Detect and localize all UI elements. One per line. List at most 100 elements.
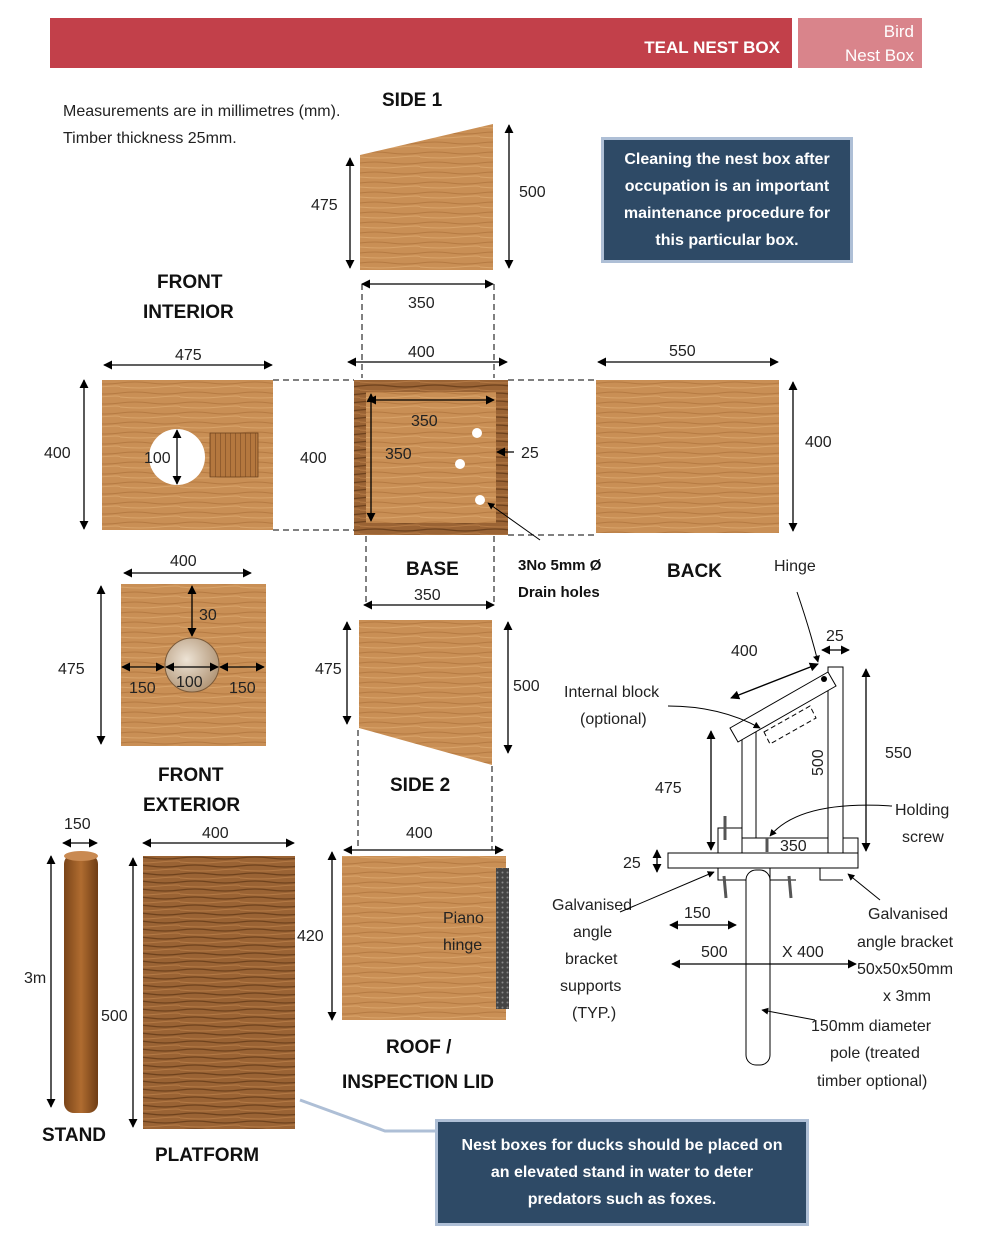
drain-hole-3 [475,495,485,505]
assembly-roof-arrow [730,662,819,700]
front-interior-title-2: INTERIOR [143,302,234,323]
assembly-dim-25: 25 [623,855,641,872]
internal-block-label-1: Internal block [564,684,660,701]
pole-leader [761,1007,816,1021]
angle-bracket-label-2: angle bracket [857,934,954,951]
cleaning-note: Cleaning the nest box after occupation i… [601,137,853,263]
assembly-pole [745,869,771,1066]
back-title: BACK [667,561,722,582]
front-exterior-dim-150-a: 150 [129,680,156,697]
side2-panel [359,620,492,765]
assembly-roof [729,671,837,743]
stand-dim-150: 150 [64,816,91,833]
front-exterior-dim-100: 100 [176,674,203,691]
base-dim-350-c: 350 [414,587,441,604]
measurements-note: Measurements are in millimetres (mm). [63,103,340,120]
side1-dim-350: 350 [408,295,435,312]
angle-bracket-label-4: x 3mm [883,988,931,1005]
angle-bracket-label-1: Galvanised [868,906,948,923]
holding-screw-leader [769,804,893,837]
angle-bracket-label-3: 50x50x50mm [857,961,953,978]
front-exterior-dim-400: 400 [170,553,197,570]
holding-screw-label-2: screw [902,829,944,846]
header-category: Bird Nest Box [798,18,922,68]
bracket-back [843,837,859,853]
bracket-lower-right [769,868,796,881]
base-dim-350-a: 350 [411,413,438,430]
internal-block-leader [667,705,761,729]
hinge-label: Hinge [774,558,816,575]
base-dim-350-b: 350 [385,446,412,463]
platform-dim-500: 500 [101,1008,128,1025]
side1-dim-500: 500 [519,184,546,201]
assembly-back [827,666,844,854]
front-exterior-title-1: FRONT [158,765,224,786]
cleaning-note-text: Cleaning the nest box after occupation i… [623,151,831,249]
base-dim-400-height: 400 [300,450,327,467]
galv-supports-label-2: angle [573,924,612,941]
drain-label-2: Drain holes [518,584,600,601]
assembly-internal-block [763,705,817,745]
roof-dim-420: 420 [297,928,324,945]
header-bar: TEAL NEST BOX [50,18,792,68]
assembly-dim-500: 500 [701,944,728,961]
assembly-dim-x400: X 400 [782,944,824,961]
front-exterior-title-2: EXTERIOR [143,795,240,816]
roof-dim-400: 400 [406,825,433,842]
stand-dim-3m: 3m [24,970,46,987]
platform-dim-400: 400 [202,825,229,842]
screw-3 [787,875,793,899]
base-title: BASE [406,559,459,580]
piano-hinge-strip [496,868,509,1009]
internal-block-label-2: (optional) [580,711,647,728]
ducks-note-text: Nest boxes for ducks should be placed on… [461,1137,783,1208]
base-dim-25: 25 [521,445,539,462]
side1-title: SIDE 1 [382,90,443,111]
ducks-note-connector [299,1098,437,1133]
assembly-dim-550: 550 [885,745,912,762]
piano-label-2: hinge [443,937,482,954]
front-exterior-dim-475: 475 [58,661,85,678]
front-exterior-dim-150-b: 150 [229,680,256,697]
back-dim-550: 550 [669,343,696,360]
galv-supports-leader [619,871,715,913]
assembly-dim-150: 150 [684,905,711,922]
pole-label-2: pole (treated [830,1045,920,1062]
assembly-base [741,837,829,854]
side1-panel [360,124,493,270]
galv-supports-label-1: Galvanised [552,897,632,914]
assembly-dim-500-vertical: 500 [810,749,827,776]
header-category-line1: Bird [883,22,914,41]
assembly-platform [667,852,859,869]
base-panel [366,392,496,523]
pole-label-3: timber optional) [817,1073,927,1090]
assembly-dim-25-top: 25 [826,628,844,645]
platform-panel [143,856,295,1129]
assembly-dim-400: 400 [731,643,758,660]
assembly-dim-475: 475 [655,780,682,797]
roof-title-1: ROOF / [386,1037,452,1058]
galv-supports-label-4: supports [560,978,621,995]
back-dim-400: 400 [805,434,832,451]
side2-title: SIDE 2 [390,775,450,796]
front-interior-dim-475: 475 [175,347,202,364]
assembly-hinge [821,676,827,682]
front-interior-dim-400: 400 [44,445,71,462]
galv-supports-label-5: (TYP.) [572,1005,616,1022]
front-interior-dim-100: 100 [144,450,171,467]
base-dim-400: 400 [408,344,435,361]
bracket-upper-left [717,827,742,853]
drain-label-1: 3No 5mm Ø [518,557,602,574]
bracket-lower-left [717,868,746,881]
drain-hole-1 [472,428,482,438]
roof-title-2: INSPECTION LID [342,1072,494,1093]
side1-dim-475: 475 [311,197,338,214]
assembly-front [741,727,757,854]
header-title: TEAL NEST BOX [644,38,780,57]
screw-2 [722,875,728,899]
side2-dim-475: 475 [315,661,342,678]
assembly-dim-350: 350 [780,838,807,855]
drain-hole-2 [455,459,465,469]
hinge-leader [796,591,820,663]
